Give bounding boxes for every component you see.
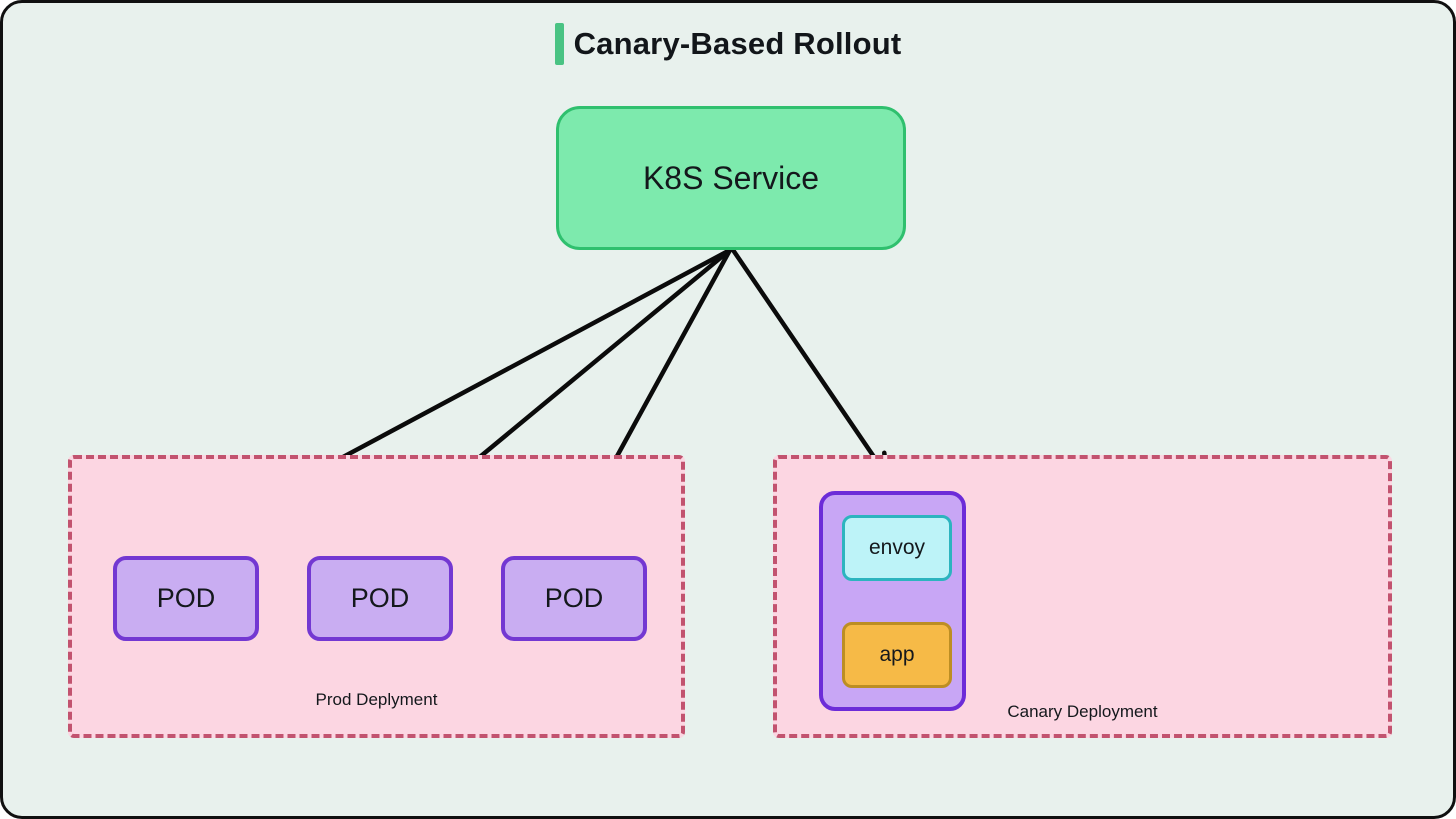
envoy-label: envoy xyxy=(868,536,926,559)
pod-node-1: POD xyxy=(113,556,259,641)
page-title: Canary-Based Rollout xyxy=(573,26,902,61)
pod-label: POD xyxy=(350,583,410,613)
title-accent-bar xyxy=(554,23,564,65)
envoy-container-node: envoy xyxy=(842,515,952,581)
arrow-k8s-to-canary-pod xyxy=(730,247,890,479)
prod-deployment-label: Prod Deplyment xyxy=(315,690,438,709)
pod-label: POD xyxy=(156,583,216,613)
canary-deployment-label: Canary Deployment xyxy=(1007,702,1158,721)
canary-pod-node: envoy app xyxy=(819,491,966,711)
app-container-node: app xyxy=(842,622,952,688)
diagram-title-row: Canary-Based Rollout xyxy=(3,23,1453,65)
pod-node-2: POD xyxy=(307,556,453,641)
app-label: app xyxy=(879,643,915,666)
k8s-service-node: K8S Service xyxy=(556,106,906,250)
pod-node-3: POD xyxy=(501,556,647,641)
k8s-service-label: K8S Service xyxy=(642,159,820,196)
pod-label: POD xyxy=(544,583,604,613)
canary-deployment-group: envoy app Canary Deployment xyxy=(773,455,1392,738)
prod-deployment-group: POD POD POD Prod Deplyment xyxy=(68,455,685,738)
